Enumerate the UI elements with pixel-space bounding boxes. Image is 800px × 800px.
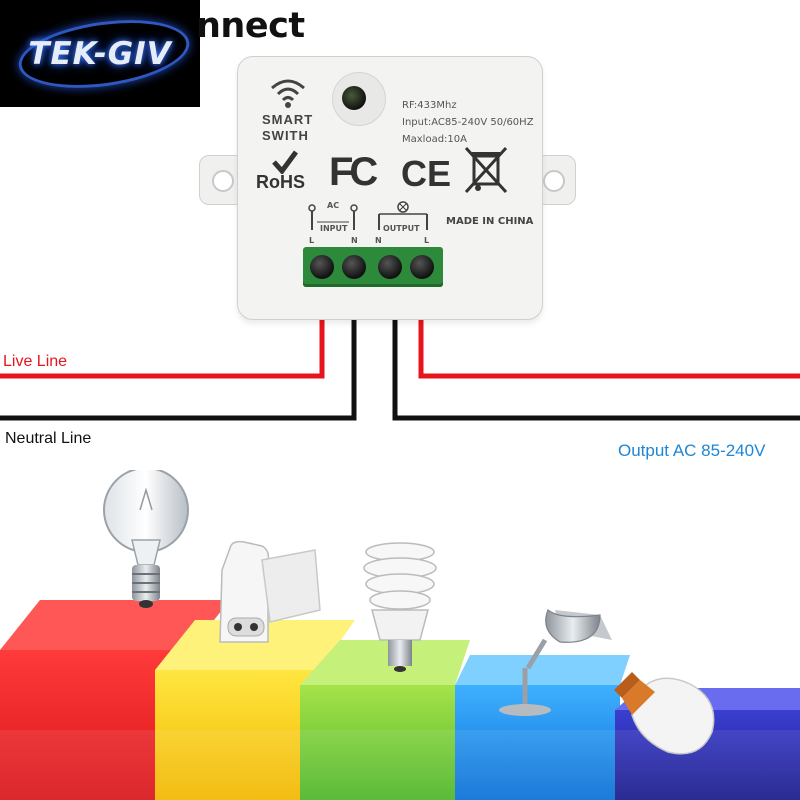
- step-green: [300, 640, 470, 800]
- step-blue: [455, 655, 630, 800]
- fc-mark: FC: [329, 150, 378, 194]
- input-label: INPUT: [320, 224, 348, 233]
- ac-label: AC: [327, 201, 340, 210]
- terminal-screw-1[interactable]: [310, 255, 334, 279]
- spec-input: Input:AC85-240V 50/60HZ: [402, 117, 534, 128]
- made-in-label: MADE IN CHINA: [446, 216, 534, 227]
- spiral-cfl-icon: [363, 542, 437, 672]
- pin-output-n: N: [375, 236, 382, 245]
- live-line-label: Live Line: [3, 353, 68, 370]
- t5-tube-holder-icon: [219, 540, 321, 643]
- logo-text: TEK-GIV: [28, 35, 172, 72]
- pin-output-l: L: [424, 236, 430, 245]
- checkmark-icon: [272, 150, 298, 174]
- brand-logo: TEK-GIV: [0, 0, 200, 107]
- lamp-symbol-icon: [397, 201, 409, 213]
- neutral-line-label: Neutral Line: [5, 430, 92, 447]
- status-led: [342, 86, 366, 110]
- led-bulb-icon: [614, 672, 715, 755]
- spec-rf: RF:433Mhz: [402, 100, 457, 111]
- terminal-screw-4[interactable]: [410, 255, 434, 279]
- smart-switch-label: SMART SWITH: [262, 112, 314, 143]
- ce-mark: CE: [401, 153, 452, 194]
- terminal-screw-3[interactable]: [378, 255, 402, 279]
- wifi-icon: [271, 79, 305, 108]
- output-label: OUTPUT: [383, 224, 420, 233]
- weee-bin-icon: [464, 146, 508, 194]
- step-red: [0, 600, 230, 800]
- pin-input-n: N: [351, 236, 358, 245]
- incandescent-bulb-icon: [103, 470, 189, 608]
- pin-input-l: L: [309, 236, 315, 245]
- lighting-devices-scene: [0, 470, 800, 800]
- spotlight-icon: [499, 609, 612, 716]
- step-yellow: [155, 620, 355, 800]
- terminal-screw-2[interactable]: [342, 255, 366, 279]
- output-ac-label: Output AC 85-240V: [618, 441, 766, 460]
- rohs-mark: RoHS: [256, 172, 305, 192]
- wiring-symbol: [308, 201, 428, 230]
- page-title: nnect: [196, 6, 305, 46]
- spec-maxload: Maxload:10A: [402, 134, 467, 145]
